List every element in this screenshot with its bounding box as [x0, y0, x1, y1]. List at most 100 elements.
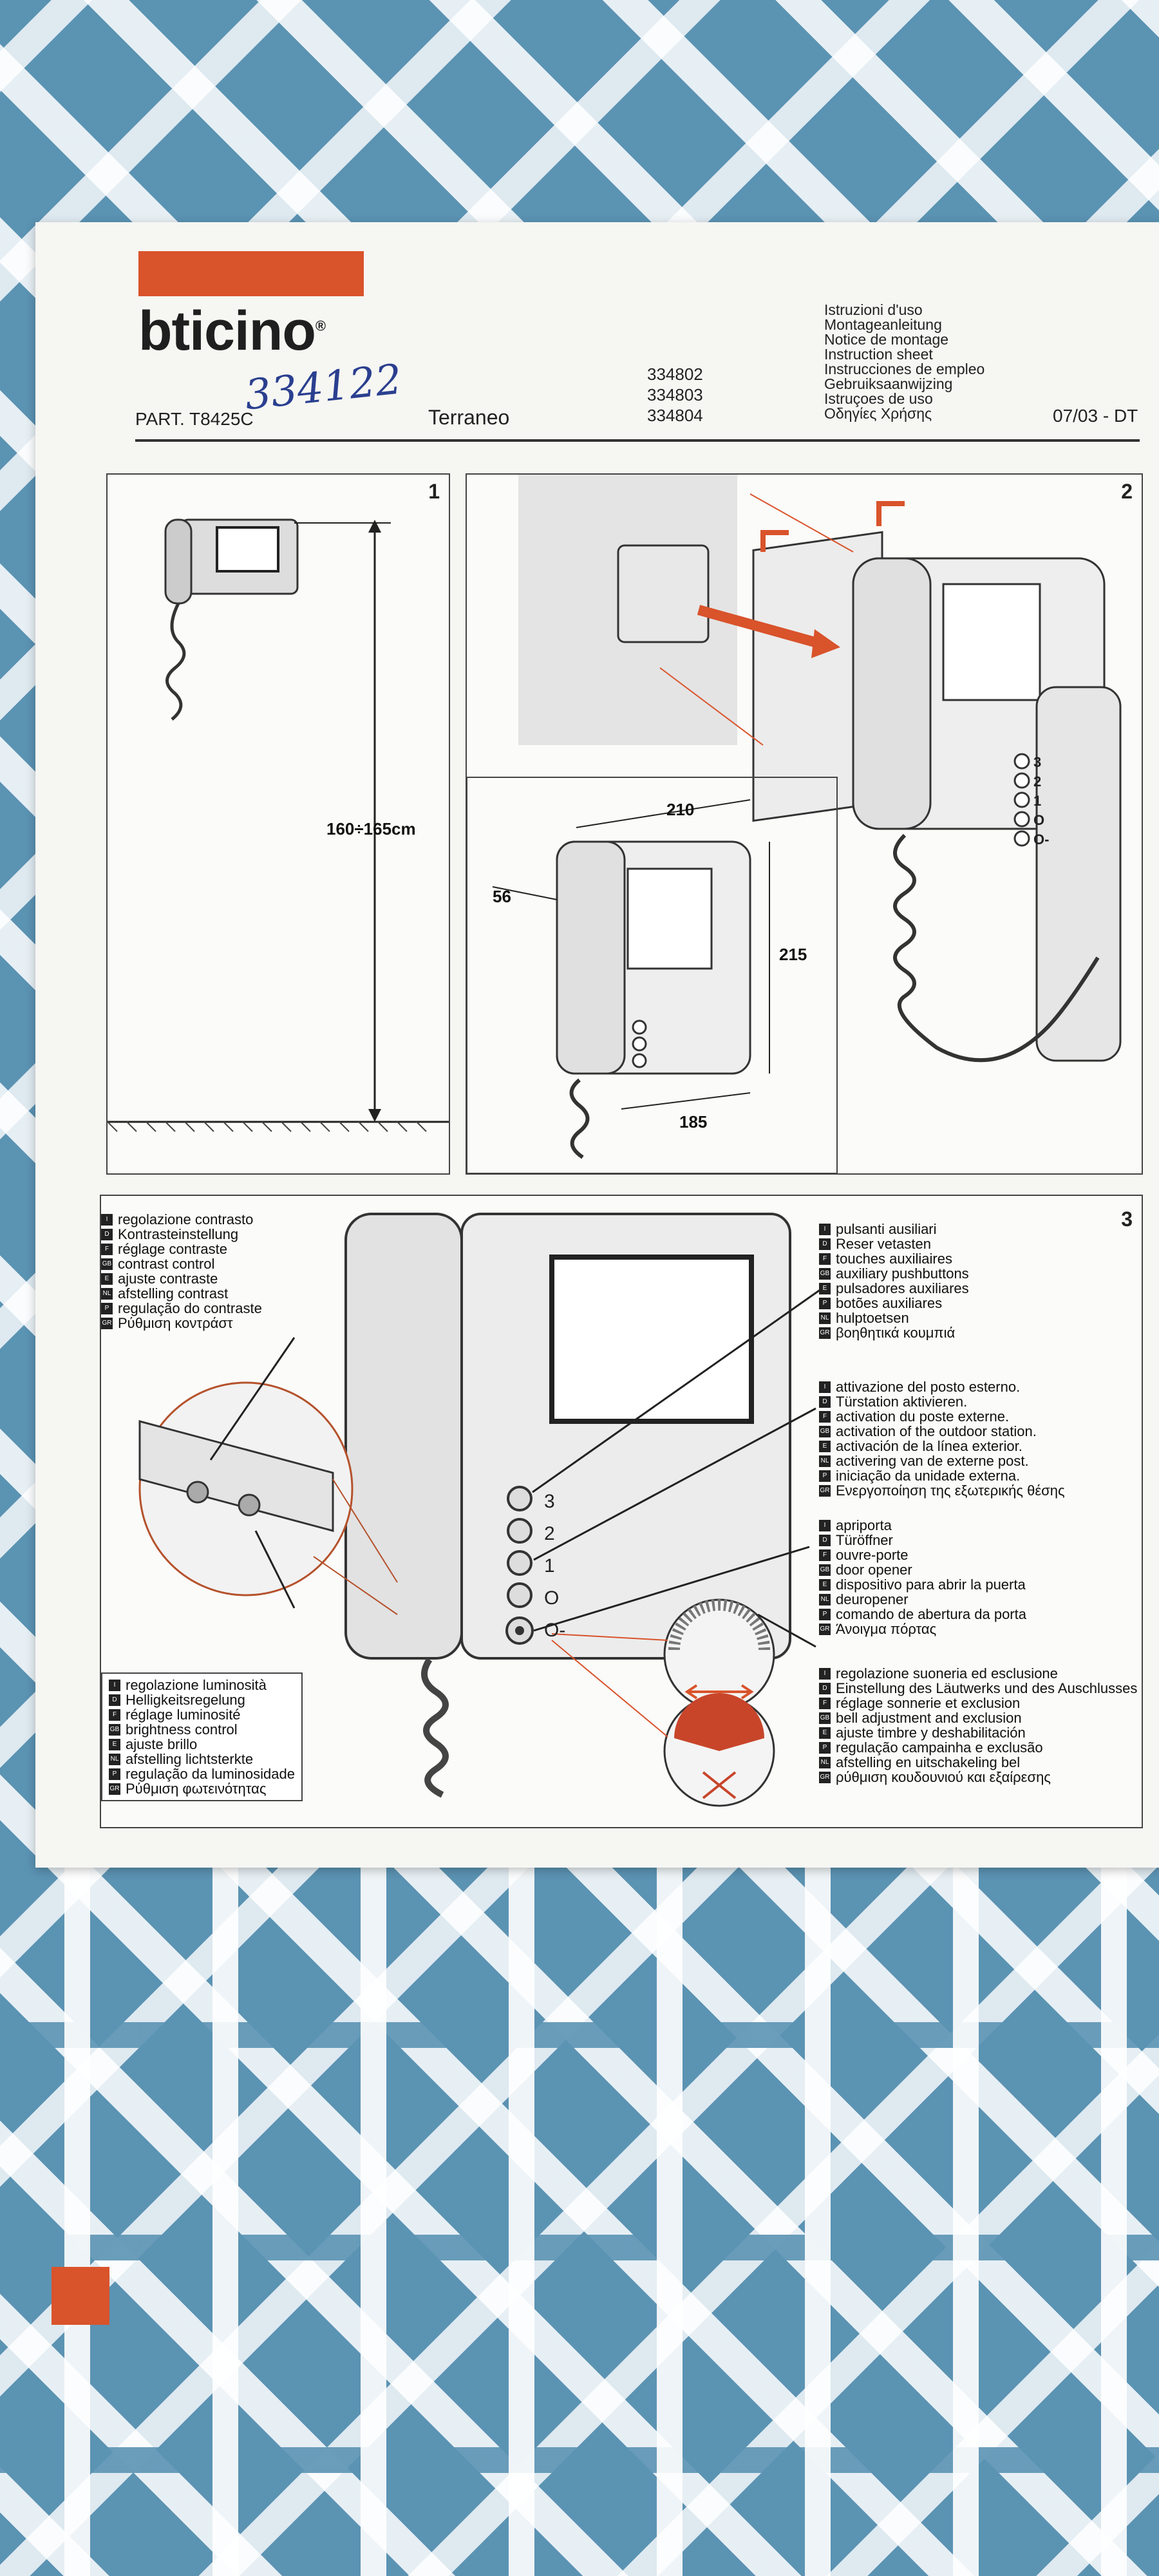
lang-code: D [819, 1238, 831, 1250]
button-label: 1 [1033, 793, 1042, 809]
legend-line: activación de la línea exterior. [836, 1438, 1022, 1454]
lang-code: NL [819, 1455, 831, 1467]
lang-code: P [109, 1768, 120, 1780]
lang-code: E [819, 1727, 831, 1739]
figure-2-panel: 2 [466, 473, 1143, 1175]
product-name: Terraneo [428, 406, 510, 429]
legend-line: ajuste brillo [126, 1736, 198, 1752]
legend-line: Türöffner [836, 1532, 893, 1548]
lang-code: I [819, 1381, 831, 1393]
lang-code: NL [101, 1287, 113, 1300]
lang-code: I [109, 1679, 120, 1691]
legend-line: apriporta [836, 1517, 892, 1533]
lang-code: D [101, 1228, 113, 1240]
fabric-orange-square [52, 2267, 109, 2325]
legend-line: dispositivo para abrir la puerta [836, 1577, 1026, 1593]
legend-line: réglage contraste [118, 1241, 227, 1257]
fabric-background [0, 1855, 1159, 2576]
lang-code: GR [819, 1623, 831, 1635]
legend-line: afstelling lichtsterkte [126, 1751, 254, 1767]
lang-code: NL [819, 1312, 831, 1324]
language-title: Montageanleitung [824, 316, 942, 333]
button-label: O [544, 1587, 560, 1609]
lang-code: D [109, 1694, 120, 1706]
lang-code: I [819, 1519, 831, 1531]
width-dimension: 210 [666, 800, 695, 819]
language-title: Instrucciones de empleo [824, 361, 985, 377]
button-label: 2 [1033, 773, 1042, 790]
lang-code: GR [819, 1327, 831, 1339]
figure-3-drawing [138, 1213, 826, 1807]
legend-line: ajuste timbre y deshabilitación [836, 1725, 1026, 1741]
legend-line: regulação do contraste [118, 1300, 262, 1316]
button-label: O- [1033, 831, 1050, 848]
legend-line: afstelling en uitschakeling bel [836, 1754, 1021, 1770]
lang-code: P [101, 1302, 113, 1314]
figure-number: 3 [1121, 1208, 1133, 1231]
lang-code: F [109, 1709, 120, 1721]
product-code: 334802 [647, 365, 703, 384]
legend-line: Reser vetasten [836, 1236, 931, 1252]
legend-line: auxiliary pushbuttons [836, 1265, 969, 1282]
lang-code: E [819, 1282, 831, 1294]
lang-code: P [819, 1741, 831, 1754]
legend-line: activering van de externe post. [836, 1453, 1029, 1469]
brand-color-bar [138, 251, 364, 296]
lang-code: P [819, 1608, 831, 1620]
legend-line: Türstation aktivieren. [836, 1394, 968, 1410]
button-label: O- [544, 1620, 566, 1641]
lang-code: E [101, 1273, 113, 1285]
legend-line: Kontrasteinstellung [118, 1226, 239, 1242]
part-number: PART. T8425C [135, 409, 254, 429]
lang-code: F [819, 1697, 831, 1709]
device-button-labels: 3 2 1 O O- [544, 1486, 565, 1647]
lang-code: P [819, 1470, 831, 1482]
lang-code: GR [819, 1484, 831, 1497]
legend-line: afstelling contrast [118, 1285, 229, 1302]
legend-line: Einstellung des Läutwerks und des Auschl… [836, 1680, 1138, 1696]
figure-number: 2 [1121, 480, 1133, 503]
base-dimension: 185 [679, 1112, 708, 1132]
lang-code: GB [109, 1723, 120, 1736]
figure-1-drawing [108, 518, 449, 1132]
button-label: 1 [544, 1555, 555, 1577]
instruction-sheet: bticino® PART. T8425C 334122 Terraneo 33… [35, 222, 1159, 1868]
legend-line: regolazione suoneria ed esclusione [836, 1665, 1058, 1681]
lang-code: NL [109, 1753, 120, 1765]
lang-code: F [819, 1410, 831, 1423]
lang-code: GB [819, 1712, 831, 1724]
legend-line: regolazione luminosità [126, 1677, 267, 1693]
button-label: 3 [544, 1491, 555, 1512]
header-rule [135, 439, 1140, 442]
legend-line: pulsanti ausiliari [836, 1221, 937, 1237]
legend-line: réglage sonnerie et exclusion [836, 1695, 1021, 1711]
product-code: 334804 [647, 406, 703, 425]
language-title: Instruction sheet [824, 346, 933, 363]
lang-code: NL [819, 1756, 831, 1768]
product-code: 334803 [647, 385, 703, 404]
lang-code: E [819, 1440, 831, 1452]
language-title: Οδηγίες Χρήσης [824, 405, 932, 422]
handwritten-note: 334122 [242, 355, 404, 420]
legend-line: βοηθητικά κουμπιά [836, 1325, 956, 1341]
depth-dimension: 56 [493, 887, 511, 906]
date-code: 07/03 - DT [1053, 406, 1138, 426]
legend-line: door opener [836, 1562, 912, 1578]
lang-code: GR [819, 1771, 831, 1783]
legend-line: Ενεργοποίηση της εξωτερικής θέσης [836, 1482, 1065, 1499]
lang-code: GB [819, 1564, 831, 1576]
language-title: Istruzioni d'uso [824, 301, 923, 318]
lang-code: P [819, 1297, 831, 1309]
lang-code: GR [101, 1317, 113, 1329]
lang-code: I [819, 1223, 831, 1235]
legend-line: regulação campainha e exclusão [836, 1739, 1043, 1756]
lang-code: F [101, 1243, 113, 1255]
lang-code: GB [101, 1258, 113, 1270]
legend-line: iniciação da unidade externa. [836, 1468, 1021, 1484]
height-dimension: 215 [779, 945, 807, 964]
lang-code: GR [109, 1783, 120, 1795]
lang-code: I [101, 1213, 113, 1226]
